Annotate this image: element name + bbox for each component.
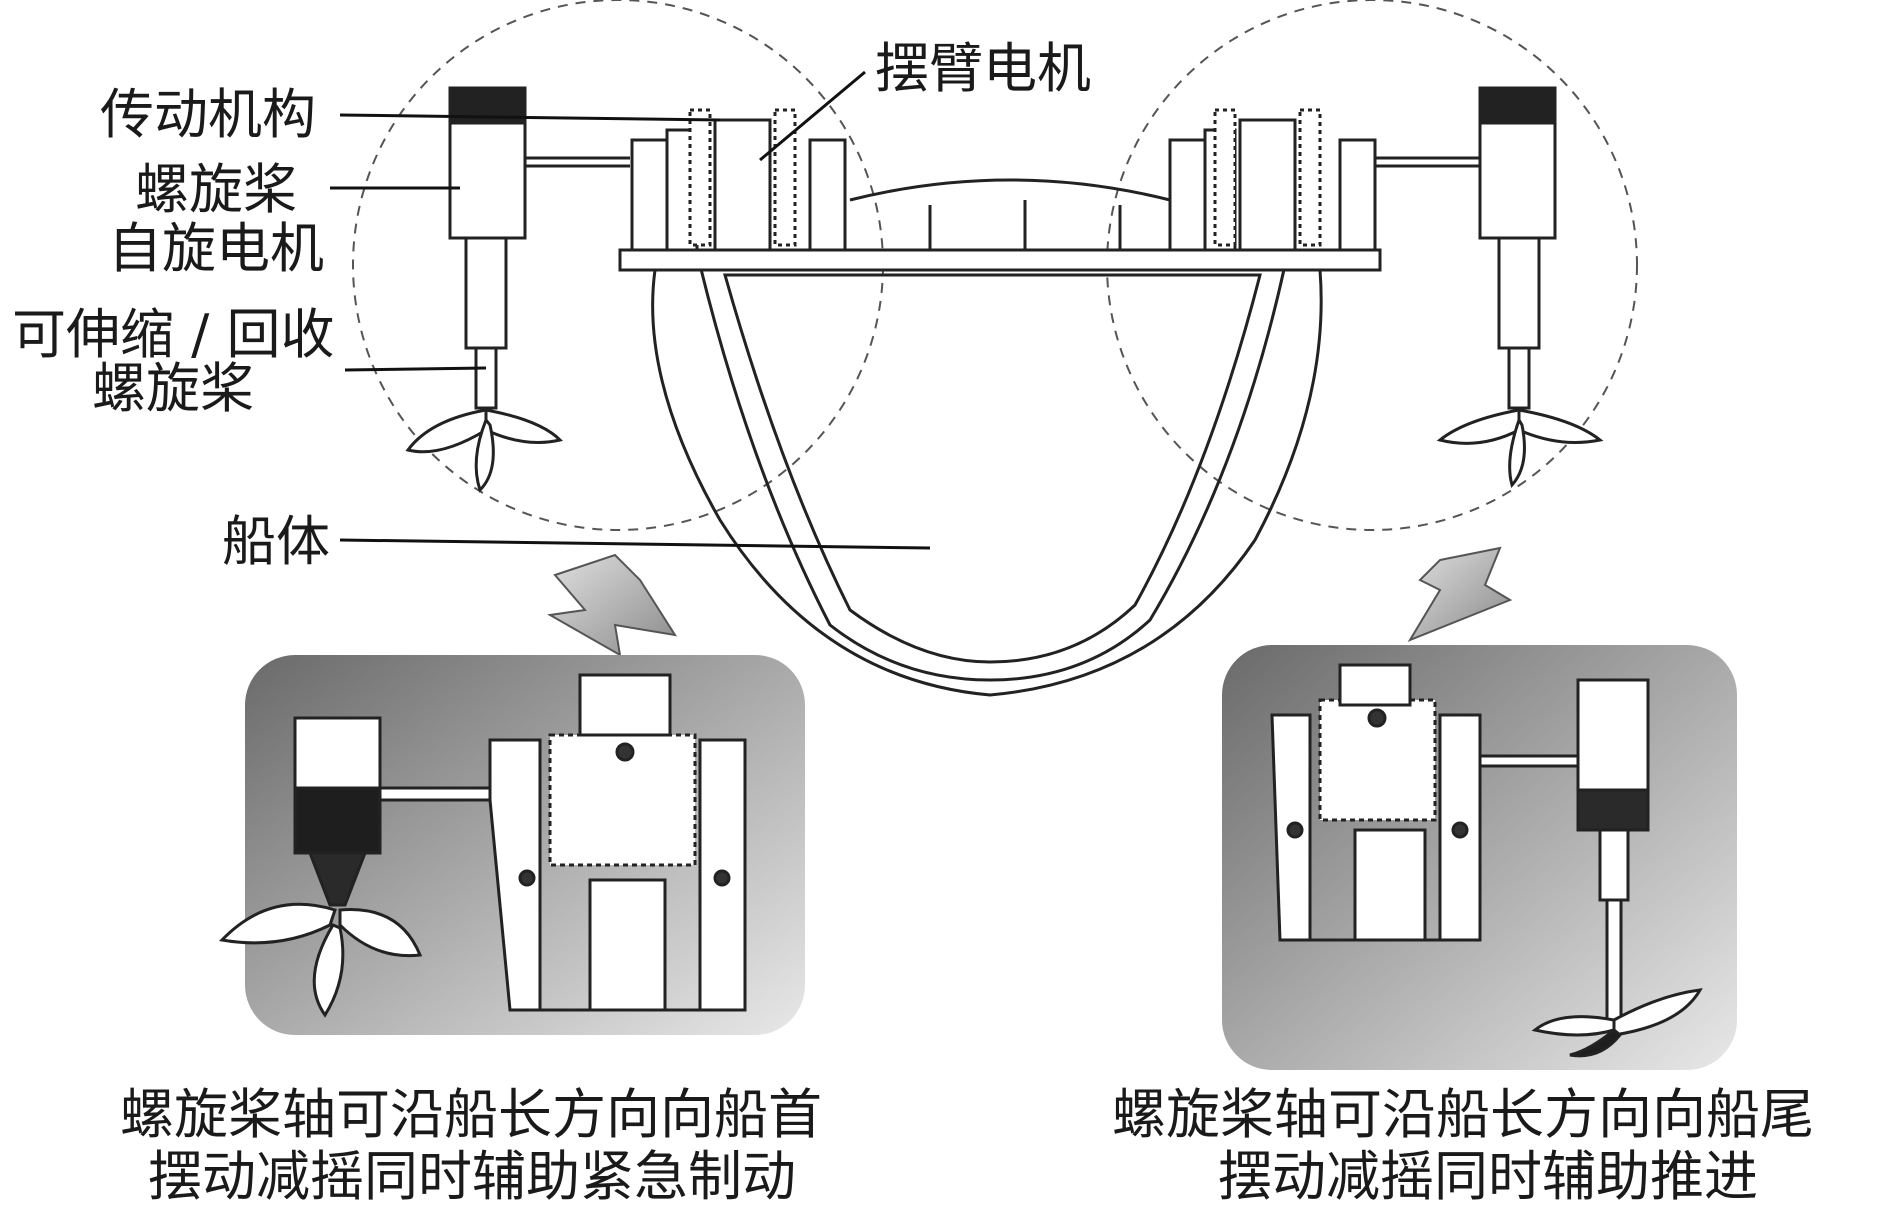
label-prop-motor-line2: 自旋电机 (108, 217, 324, 280)
left-detail-panel (218, 655, 805, 1035)
right-propeller-unit (1436, 86, 1604, 489)
left-propeller-unit (405, 86, 563, 493)
right-swing-assembly (1168, 108, 1480, 252)
label-transmission: 传动机构 (100, 83, 316, 146)
caption-left-line1: 螺旋桨轴可沿船长方向向船首 (120, 1083, 822, 1146)
label-swing-motor: 摆臂电机 (875, 37, 1091, 100)
label-retract-prop-line1: 可伸缩 / 回收 (12, 303, 335, 366)
left-down-arrow (546, 553, 678, 657)
right-down-arrow (1407, 546, 1513, 643)
left-swing-assembly (525, 108, 847, 252)
hull (651, 178, 1323, 697)
label-prop-motor-line1: 螺旋桨 (135, 158, 297, 221)
label-retract-prop-line2: 螺旋桨 (92, 357, 254, 420)
label-hull: 船体 (222, 510, 330, 573)
leader-lines (330, 70, 931, 550)
caption-right-line2: 摆动减摇同时辅助推进 (1218, 1145, 1758, 1208)
right-detail-panel (1222, 645, 1737, 1070)
caption-left-line2: 摆动减摇同时辅助紧急制动 (148, 1145, 796, 1208)
caption-right-line1: 螺旋桨轴可沿船长方向向船尾 (1112, 1083, 1814, 1146)
deck-plate (618, 248, 1382, 272)
